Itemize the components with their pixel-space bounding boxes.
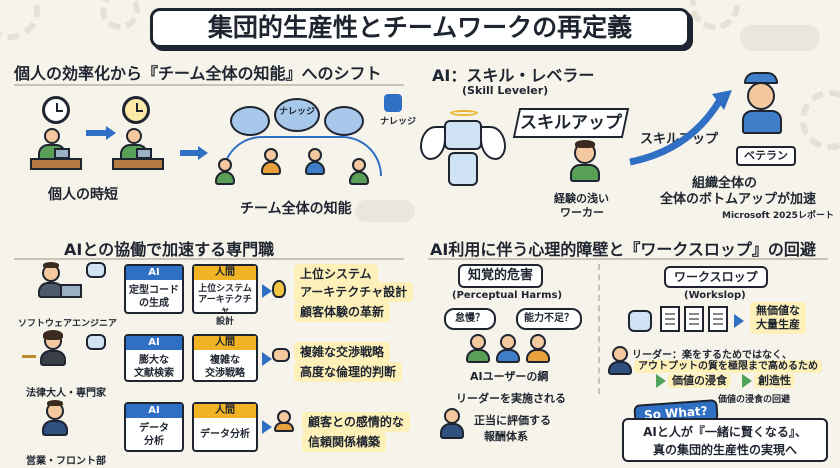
gear-icon [800, 90, 840, 150]
lightbulb-icon [272, 280, 286, 298]
document-icon [708, 306, 728, 332]
veteran-label: ベテラン [736, 146, 796, 166]
novice-label-2: ワーカー [560, 206, 604, 219]
cloud-icon [355, 200, 415, 222]
ai-task-box: AI データ分析 [124, 402, 184, 452]
outcome-item: 上位システム [294, 264, 378, 284]
outcome-item: 複雑な交渉戦略 [294, 342, 391, 362]
human-task-box: 人間 複雑な交渉戦略 [192, 334, 258, 382]
ai-robot-icon [86, 262, 106, 278]
gear-icon [690, 0, 740, 30]
section-title-professions: AIとの協働で加速する専門職 [64, 240, 275, 259]
leader-statement-1: リーダー：楽をするためではなく、 [632, 350, 792, 361]
ai-robot-icon [628, 310, 652, 332]
value-erosion-label: 価値の浸食 [668, 374, 731, 388]
speech-bubble: 能力不足？ [516, 308, 582, 330]
novice-label-1: 経験の浅い [554, 192, 609, 205]
creativity-label: 創造性 [754, 374, 795, 388]
ai-robot-icon [86, 334, 106, 350]
raised-hands-icon [274, 410, 294, 432]
workslop-subtitle: (Workslop) [684, 290, 746, 301]
conclusion-box: AIと人が『一緒に賢くなる』、 真の集団的生産性の実現へ [622, 418, 828, 462]
perceptual-harms-title: 知覚的危害 [458, 264, 544, 288]
document-icon [660, 306, 680, 332]
knowledge-label: ナレッジ [278, 107, 315, 117]
document-icon [684, 306, 704, 332]
outcome-item: 顧客との感情的な [302, 412, 410, 432]
gear-icon [0, 0, 40, 40]
human-task-box: 人間 上位システムアーキテクチャ設計 [192, 264, 258, 327]
page-title: 集団的生産性とチームワークの再定義 [150, 8, 690, 48]
value-erosion-avoid-note: 価値の浸食の回避 [718, 395, 791, 405]
clock-icon [122, 96, 150, 124]
outcome-item: 高度な倫理的判断 [294, 362, 403, 382]
skill-summary-1: 組織全体の [692, 176, 758, 191]
leader-label: リーダーを実施される [456, 392, 566, 405]
perceptual-harms-subtitle: (Perceptual Harms) [452, 290, 563, 301]
role-label-engineer: ソフトウェアエンジニア [18, 319, 118, 329]
human-task-box: 人間 データ分析 [192, 402, 258, 452]
skill-leveler-subtitle: (Skill Leveler) [462, 84, 549, 97]
workslop-title: ワークスロップ [664, 266, 768, 288]
ai-task-box: AI 定型コードの生成 [124, 264, 184, 314]
outcome-item: アーキテクチャ設計 [294, 282, 414, 302]
ai-user-stigma-label: AIユーザーの綱 [470, 370, 549, 383]
knowledge-icon-label: ナレッジ [380, 117, 417, 127]
growth-arrow-icon [629, 90, 732, 166]
section-title-skill-leveler: AI：スキル・レベラー [432, 66, 595, 85]
clock-icon [42, 96, 70, 124]
scales-icon [22, 340, 36, 358]
worthless-mass-production: 無価値な大量生産 [750, 302, 806, 334]
section-title-barriers: AI利用に伴う心理的障壁と『ワークスロップ』の回避 [430, 240, 816, 259]
knowledge-book-icon [384, 94, 402, 112]
team-brain-network: ナレッジ [212, 92, 392, 176]
robot-angel-illustration [420, 110, 510, 204]
role-label-lawyer: 法律大人・専門家 [26, 388, 106, 399]
outcome-item: 信頼関係構築 [302, 432, 387, 452]
skill-up-banner: スキルアップ [512, 108, 630, 138]
fair-evaluation-label-1: 正当に評価する [474, 414, 551, 427]
leader-statement-2: アウトプットの質を極限まで高めるため [634, 360, 822, 373]
role-label-sales: 営業・フロント部 [26, 456, 106, 467]
gear-icon [100, 0, 140, 30]
skill-summary-2: 全体のボトムアップが加速 [660, 192, 817, 207]
outcome-item: 顧客体験の革新 [294, 302, 391, 322]
ai-task-box: AI 膨大な文献検索 [124, 334, 184, 382]
team-intelligence-label: チーム全体の知能 [240, 201, 352, 217]
speech-bubble: 怠慢？ [444, 308, 496, 330]
source-note: Microsoft 2025レポート [722, 211, 834, 221]
individual-time-saving-label: 個人の時短 [48, 187, 118, 203]
cloud-icon [740, 25, 820, 51]
section-title-shift: 個人の効率化から『チーム全体の知能』へのシフト [14, 64, 382, 83]
fair-evaluation-label-2: 報酬体系 [484, 430, 528, 443]
handshake-icon [272, 348, 290, 362]
